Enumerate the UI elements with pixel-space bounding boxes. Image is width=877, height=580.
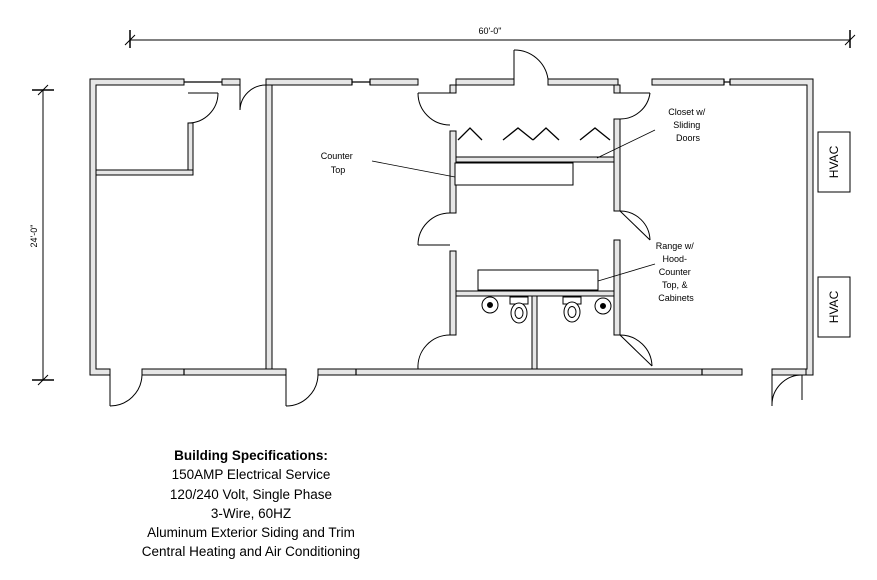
spec-line: 120/240 Volt, Single Phase — [169, 486, 333, 502]
specs-title: Building Specifications: — [174, 448, 328, 463]
label-leaders — [371, 129, 656, 282]
closet-label: Closet w/ Sliding Doors — [668, 107, 708, 143]
hvac-label-top: HVAC — [827, 145, 841, 178]
range-label: Range w/ Hood- Counter Top, & Cabinets — [656, 241, 697, 303]
exterior-walls — [89, 78, 814, 376]
range-counter — [477, 269, 599, 291]
spec-line: 150AMP Electrical Service — [171, 467, 331, 483]
window-marks — [183, 79, 731, 375]
hvac-units — [817, 131, 851, 338]
spec-line: 3-Wire, 60HZ — [210, 505, 292, 521]
height-dimension — [32, 84, 54, 386]
hvac-unit-top — [817, 131, 851, 193]
sliding-closet-doors — [457, 127, 611, 141]
interior-walls — [95, 84, 621, 370]
doors — [109, 49, 803, 407]
width-dimension — [124, 30, 856, 48]
width-dimension-label: 60'-0" — [479, 26, 502, 36]
counter-top-label: Counter Top — [321, 151, 356, 175]
restroom-fixtures — [481, 296, 612, 324]
spec-line: Central Heating and Air Conditioning — [141, 544, 361, 560]
spec-line: Aluminum Exterior Siding and Trim — [147, 525, 355, 541]
hvac-label-bottom: HVAC — [827, 290, 841, 323]
hvac-unit-bottom — [817, 276, 851, 338]
height-dimension-label: 24'-0" — [29, 225, 39, 248]
building-specifications: Building Specifications: 150AMP Electric… — [100, 446, 402, 562]
counter-top — [454, 162, 574, 186]
